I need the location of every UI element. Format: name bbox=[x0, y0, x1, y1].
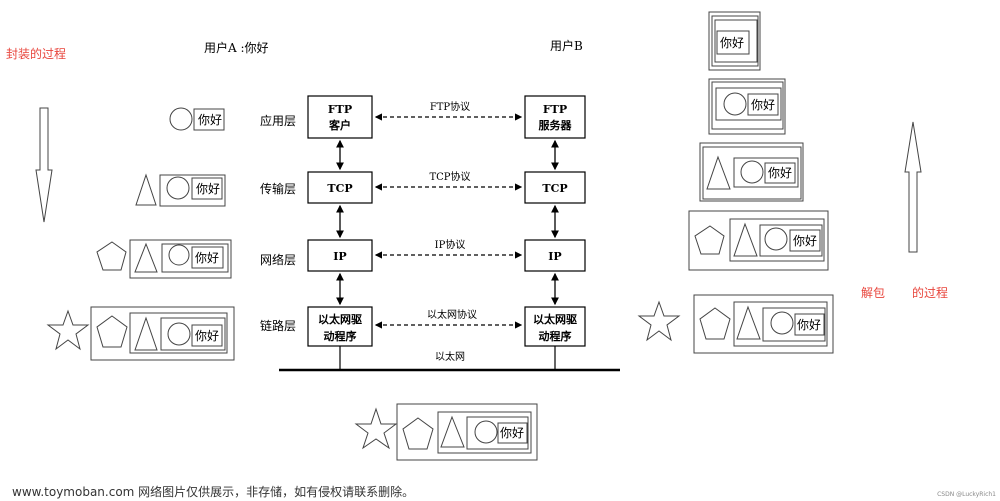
up-arrow-icon bbox=[904, 121, 922, 253]
layer-transport-label: 传输层 bbox=[260, 181, 296, 196]
decap-title-part2: 的过程 bbox=[912, 285, 948, 300]
ftp-server-box: FTP 服务器 bbox=[524, 95, 586, 139]
credit-text: CSDN @LuckyRich1 bbox=[937, 491, 996, 498]
svg-text:动程序: 动程序 bbox=[324, 329, 357, 343]
svg-text:你好: 你好 bbox=[720, 36, 744, 50]
svg-text:以太网驱: 以太网驱 bbox=[533, 312, 577, 326]
user-b-label: 用户B bbox=[550, 38, 583, 53]
svg-text:服务器: 服务器 bbox=[539, 118, 573, 132]
tcp-box-right: TCP bbox=[524, 171, 586, 204]
watermark-text: www.toymoban.com 网络图片仅供展示，非存储，如有侵权请联系删除。 bbox=[12, 484, 414, 499]
packet-network-right: 你好 bbox=[688, 210, 829, 271]
user-a-label: 用户A :你好 bbox=[204, 40, 269, 55]
svg-text:以太网驱: 以太网驱 bbox=[318, 312, 362, 326]
packet-link-left: 你好 bbox=[46, 306, 235, 361]
ethernet-label: 以太网 bbox=[435, 350, 465, 363]
svg-text:你好: 你好 bbox=[195, 251, 219, 265]
eth-protocol-label: 以太网协议 bbox=[427, 308, 477, 321]
packet-app-right: 你好 bbox=[708, 78, 786, 135]
svg-text:IP: IP bbox=[548, 250, 561, 263]
down-arrow-icon bbox=[35, 107, 53, 223]
svg-text:你好: 你好 bbox=[198, 113, 222, 127]
svg-text:FTP: FTP bbox=[543, 103, 567, 116]
svg-text:FTP: FTP bbox=[328, 103, 352, 116]
ip-box-left: IP bbox=[307, 239, 373, 272]
svg-text:你好: 你好 bbox=[196, 182, 220, 196]
layer-link-label: 链路层 bbox=[260, 318, 296, 333]
eth-driver-box-right: 以太网驱 动程序 bbox=[524, 306, 586, 347]
packet-bottom: 你好 bbox=[354, 403, 538, 461]
ftp-client-box: FTP 客户 bbox=[307, 95, 373, 139]
svg-text:你好: 你好 bbox=[500, 426, 524, 440]
packet-network-left: 你好 bbox=[96, 239, 232, 279]
packet-transport-left: 你好 bbox=[135, 173, 226, 207]
svg-text:你好: 你好 bbox=[797, 318, 821, 332]
ip-protocol-label: IP协议 bbox=[435, 238, 466, 251]
eth-driver-box-left: 以太网驱 动程序 bbox=[307, 306, 373, 347]
svg-text:你好: 你好 bbox=[793, 234, 817, 248]
vertical-arrows bbox=[336, 139, 559, 306]
ip-box-right: IP bbox=[524, 239, 586, 272]
svg-text:IP: IP bbox=[333, 250, 346, 263]
packet-link-right: 你好 bbox=[637, 294, 834, 354]
svg-text:你好: 你好 bbox=[768, 166, 792, 180]
svg-text:动程序: 动程序 bbox=[539, 329, 572, 343]
tcp-protocol-label: TCP协议 bbox=[429, 170, 470, 183]
protocol-arrows bbox=[374, 113, 523, 329]
tcp-box-left: TCP bbox=[307, 171, 373, 204]
packet-data-right: 你好 bbox=[708, 11, 761, 71]
ftp-protocol-label: FTP协议 bbox=[430, 100, 470, 113]
decap-title-part1: 解包 bbox=[861, 286, 885, 300]
encap-title: 封装的过程 bbox=[6, 46, 66, 61]
layer-network-label: 网络层 bbox=[260, 252, 296, 267]
svg-text:你好: 你好 bbox=[195, 329, 219, 343]
svg-text:TCP: TCP bbox=[327, 182, 352, 195]
svg-text:TCP: TCP bbox=[542, 182, 567, 195]
layer-app-label: 应用层 bbox=[260, 113, 296, 128]
svg-text:你好: 你好 bbox=[751, 98, 775, 112]
packet-app-left: 你好 bbox=[169, 107, 225, 131]
svg-text:客户: 客户 bbox=[328, 118, 351, 132]
packet-transport-right: 你好 bbox=[699, 142, 804, 202]
